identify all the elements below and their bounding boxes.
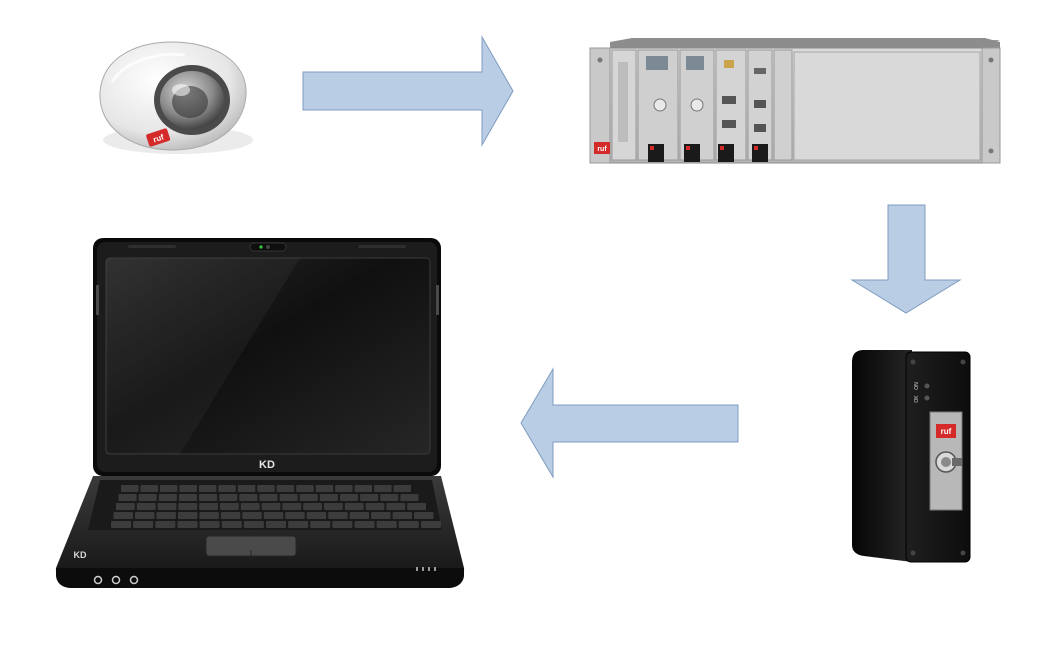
- keyboard-key: [218, 485, 236, 492]
- keyboard-key: [243, 521, 264, 528]
- keyboard-key: [140, 485, 158, 492]
- key-icon: [935, 451, 962, 473]
- dome-camera-icon: ruf: [99, 41, 253, 154]
- keyboard-key: [319, 494, 338, 501]
- keyboard-key: [332, 521, 353, 528]
- camera-logo: ruf: [146, 128, 171, 147]
- keyboard-key: [220, 503, 239, 510]
- keyboard-key: [178, 494, 197, 501]
- keyboard: [111, 485, 441, 528]
- keyboard-key: [263, 512, 284, 519]
- keyboard-key: [257, 485, 275, 492]
- keyboard-key: [279, 494, 298, 501]
- keyboard-key: [220, 512, 241, 519]
- keyboard-key: [354, 521, 375, 528]
- led-label-on: ON: [914, 382, 920, 390]
- keyboard-key: [303, 503, 322, 510]
- keyboard-key: [159, 485, 178, 492]
- keyboard-key: [199, 494, 218, 501]
- keyboard-key: [178, 503, 198, 510]
- keyboard-key: [199, 521, 220, 528]
- keyboard-key: [155, 521, 176, 528]
- keyboard-key: [240, 503, 260, 510]
- rack-logo-text: ruf: [597, 146, 607, 153]
- keyboard-key: [414, 512, 434, 519]
- keyboard-key: [380, 494, 399, 501]
- keyboard-key: [261, 503, 281, 510]
- arrow-box-to-laptop: [520, 367, 739, 479]
- keyboard-key: [376, 521, 397, 528]
- keyboard-key: [116, 503, 135, 510]
- keyboard-key: [344, 503, 364, 510]
- arrow-camera-to-rack: [302, 35, 514, 147]
- keyboard-key: [242, 512, 262, 519]
- keyboard-key: [158, 494, 177, 501]
- keyboard-key: [340, 494, 359, 501]
- keyboard-key: [177, 521, 198, 528]
- laptop-badge: KD: [74, 550, 87, 560]
- keyboard-key: [237, 485, 256, 492]
- keyboard-key: [135, 512, 155, 519]
- keyboard-key: [310, 521, 331, 528]
- keyboard-key: [360, 494, 379, 501]
- keyboard-key: [259, 494, 278, 501]
- keyboard-key: [299, 494, 318, 501]
- key-switch-box-icon: ON OK ruf: [852, 350, 971, 563]
- laptop-brand-text: KD: [259, 459, 275, 471]
- keyboard-key: [371, 512, 391, 519]
- keyboard-key: [386, 503, 406, 510]
- rack-logo: ruf: [594, 142, 610, 154]
- keyboard-key: [199, 503, 218, 510]
- keyboard-key: [138, 494, 157, 501]
- keyboard-key: [285, 512, 305, 519]
- keyboard-key: [199, 512, 219, 519]
- keyboard-key: [133, 521, 154, 528]
- box-logo: ruf: [936, 424, 956, 438]
- keyboard-key: [136, 503, 156, 510]
- keyboard-key: [349, 512, 370, 519]
- keyboard-key: [265, 521, 286, 528]
- rack-unit-icon: ruf: [589, 38, 1001, 164]
- keyboard-key: [393, 485, 411, 492]
- keyboard-key: [288, 521, 309, 528]
- keyboard-key: [392, 512, 413, 519]
- led-label-ok: OK: [914, 395, 920, 403]
- keyboard-key: [365, 503, 385, 510]
- keyboard-key: [282, 503, 302, 510]
- keyboard-key: [335, 485, 353, 492]
- keyboard-key: [111, 521, 132, 528]
- keyboard-key: [315, 485, 334, 492]
- keyboard-key: [420, 521, 441, 528]
- arrow-rack-to-box: [850, 204, 962, 314]
- keyboard-key: [374, 485, 392, 492]
- keyboard-key: [221, 521, 242, 528]
- keyboard-key: [113, 512, 133, 519]
- keyboard-key: [239, 494, 258, 501]
- keyboard-key: [296, 485, 314, 492]
- keyboard-key: [354, 485, 373, 492]
- camera-logo-text: ruf: [152, 132, 165, 144]
- keyboard-key: [324, 503, 343, 510]
- keyboard-key: [306, 512, 327, 519]
- keyboard-key: [276, 485, 295, 492]
- keyboard-key: [398, 521, 419, 528]
- keyboard-key: [198, 485, 217, 492]
- keyboard-key: [157, 503, 177, 510]
- keyboard-key: [328, 512, 348, 519]
- keyboard-key: [400, 494, 419, 501]
- keyboard-key: [177, 512, 198, 519]
- laptop-badge-text: KD: [74, 550, 87, 560]
- laptop-icon: KD KD: [55, 238, 465, 588]
- keyboard-key: [179, 485, 197, 492]
- keyboard-key: [121, 485, 139, 492]
- keyboard-key: [118, 494, 137, 501]
- box-logo-text: ruf: [941, 427, 952, 436]
- keyboard-key: [407, 503, 426, 510]
- keyboard-key: [156, 512, 176, 519]
- keyboard-key: [219, 494, 238, 501]
